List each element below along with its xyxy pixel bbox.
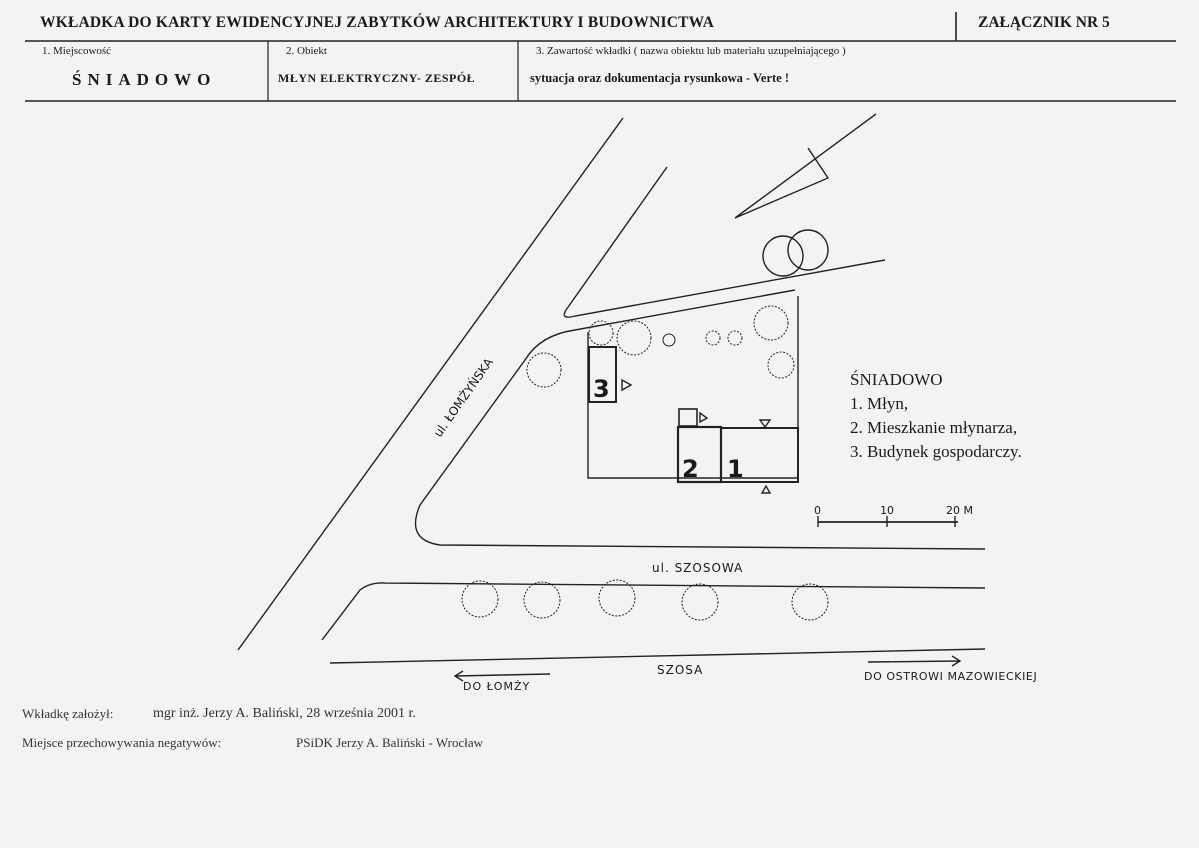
locality-label: 1. Miejscowość bbox=[42, 45, 112, 57]
label-scale-10: 10 bbox=[880, 504, 894, 517]
building-1 bbox=[720, 427, 799, 483]
annex-number: ZAŁĄCZNIK NR 5 bbox=[978, 14, 1110, 31]
entrance-marker-1-bottom bbox=[760, 484, 772, 494]
road-szosowa-lower-edge bbox=[321, 582, 986, 641]
entrance-marker-3 bbox=[621, 378, 633, 392]
entrance-marker-1-top bbox=[758, 419, 772, 429]
author-value: mgr inż. Jerzy A. Baliński, 28 września … bbox=[153, 706, 416, 721]
content-label: 3. Zawartość wkładki ( nazwa obiektu lub… bbox=[536, 45, 846, 57]
legend-item-2: 2. Mieszkanie młynarza, bbox=[850, 418, 1018, 437]
label-scale-20: 20 M bbox=[946, 504, 973, 517]
road-north-edge bbox=[563, 259, 886, 318]
legend-item-3: 3. Budynek gospodarczy. bbox=[850, 442, 1022, 461]
legend-title: ŚNIADOWO bbox=[850, 370, 943, 389]
legend-item-1: 1. Młyn, bbox=[850, 394, 909, 413]
road-north-inner-edge bbox=[574, 289, 796, 331]
storage-value: PSiDK Jerzy A. Baliński - Wrocław bbox=[296, 735, 483, 750]
road-corner-curve bbox=[414, 329, 986, 550]
plan-legend: ŚNIADOWO 1. Młyn, 2. Mieszkanie młynarza… bbox=[850, 368, 1022, 464]
entrance-marker-2 bbox=[699, 411, 709, 424]
trees-plot bbox=[526, 305, 795, 388]
building-3 bbox=[588, 346, 617, 403]
arrow-to-lomza bbox=[453, 670, 551, 682]
label-scale-0: 0 bbox=[814, 504, 821, 517]
object-label: 2. Obiekt bbox=[286, 45, 327, 57]
label-building-3: 3 bbox=[593, 375, 610, 403]
document-title: WKŁADKA DO KARTY EWIDENCYJNEJ ZABYTKÓW A… bbox=[40, 14, 715, 31]
label-szosa: SZOSA bbox=[657, 663, 703, 677]
trees-roadside bbox=[461, 579, 829, 621]
north-arrow bbox=[734, 113, 877, 219]
object-value: MŁYN ELEKTRYCZNY- ZESPÓŁ bbox=[278, 71, 476, 85]
label-ul-szosowa: ul. SZOSOWA bbox=[652, 561, 743, 575]
content-value: sytuacja oraz dokumentacja rysunkowa - V… bbox=[530, 71, 790, 85]
road-szosa bbox=[329, 648, 986, 664]
storage-label: Miejsce przechowywania negatywów: bbox=[22, 735, 222, 750]
label-ul-lomzynska: ul. ŁOMŻYŃSKA bbox=[430, 354, 496, 440]
road-lomzynska-right-edge-upper bbox=[565, 166, 668, 311]
label-do-ostrowi: DO OSTROWI MAZOWIECKIEJ bbox=[864, 670, 1037, 683]
label-building-2: 2 bbox=[682, 455, 699, 483]
road-lomzynska-left-edge bbox=[237, 117, 624, 651]
label-building-1: 1 bbox=[727, 455, 744, 483]
pond-circle-left bbox=[762, 235, 804, 277]
label-do-lomzy: DO ŁOMŻY bbox=[463, 680, 530, 693]
author-label: Wkładkę założył: bbox=[22, 706, 114, 721]
arrow-to-ostrow bbox=[867, 655, 962, 667]
pond-circle-right bbox=[787, 229, 829, 271]
locality-value: ŚNIADOWO bbox=[72, 70, 217, 89]
